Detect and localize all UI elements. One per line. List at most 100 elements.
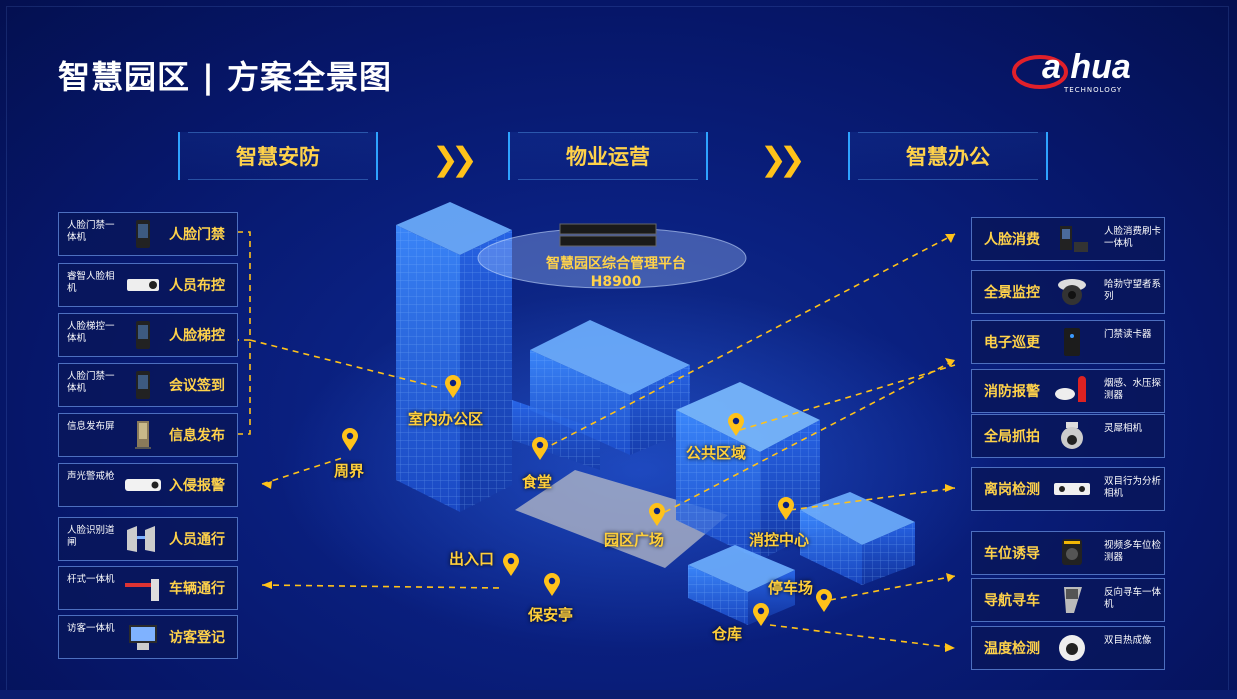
location-pin-icon bbox=[532, 437, 548, 460]
zone-indoor-office: 室内办公区 bbox=[408, 410, 484, 428]
function-name: 消防报警 bbox=[984, 384, 1040, 400]
device-name: 反向寻车一体机 bbox=[1104, 587, 1162, 610]
device-name: 信息发布屏 bbox=[67, 421, 115, 432]
bottom-strip bbox=[0, 690, 1237, 699]
office-tower bbox=[396, 202, 512, 512]
function-name: 会议签到 bbox=[169, 378, 225, 394]
arrow-heads bbox=[262, 234, 955, 652]
device-name: 视频多车位检测器 bbox=[1104, 540, 1162, 563]
zone-warehouse: 仓库 bbox=[712, 625, 743, 643]
alarm-camera-icon bbox=[125, 479, 161, 491]
info-kiosk-icon bbox=[135, 421, 151, 449]
device-name: 访客一体机 bbox=[67, 623, 115, 634]
device-name: 杆式一体机 bbox=[67, 574, 115, 585]
card-reader-icon bbox=[1064, 328, 1080, 356]
category-property-operation: 物业运营 bbox=[508, 132, 708, 180]
visitor-kiosk-icon bbox=[129, 625, 157, 650]
function-name: 人脸梯控 bbox=[169, 328, 225, 344]
ptz-camera-icon bbox=[1061, 422, 1083, 449]
location-pin-icon bbox=[753, 603, 769, 626]
page-title: 智慧园区 | 方案全景图 bbox=[58, 58, 392, 96]
right-item-global-capture: 全局抓拍 灵犀相机 bbox=[971, 414, 1165, 458]
platform-name: 智慧园区综合管理平台 bbox=[546, 256, 686, 272]
brand-logo: a hua TECHNOLOGY bbox=[1012, 48, 1172, 98]
logo-tagline: TECHNOLOGY bbox=[1064, 86, 1123, 94]
zone-canteen: 食堂 bbox=[522, 473, 553, 491]
zone-entrance: 出入口 bbox=[449, 550, 495, 568]
server-rack-icon bbox=[559, 223, 657, 247]
control-center-building bbox=[800, 492, 915, 585]
device-name: 哈勃守望者系列 bbox=[1104, 279, 1162, 302]
location-pin-icon bbox=[342, 428, 358, 451]
right-item-parking-guidance: 车位诱导 视频多车位检测器 bbox=[971, 531, 1165, 575]
binocular-camera-icon bbox=[1054, 483, 1090, 495]
bullet-camera-icon bbox=[127, 279, 159, 291]
location-pin-icon bbox=[778, 497, 794, 520]
function-name: 温度检测 bbox=[984, 641, 1040, 657]
smoke-detector-icon bbox=[1055, 376, 1086, 402]
left-item-info-release: 信息发布屏 信息发布 bbox=[58, 413, 238, 457]
device-name: 灵犀相机 bbox=[1104, 423, 1143, 434]
device-name: 人脸梯控一体机 bbox=[67, 321, 115, 344]
category-smart-security: 智慧安防 bbox=[178, 132, 378, 180]
zone-parking: 停车场 bbox=[768, 579, 814, 597]
left-item-person-control: 睿智人脸相机 人员布控 bbox=[58, 263, 238, 307]
canteen-building bbox=[530, 320, 690, 455]
function-name: 人员布控 bbox=[169, 278, 225, 294]
logo-wordmark: a hua bbox=[1042, 48, 1131, 86]
panoramic-camera-icon bbox=[1058, 279, 1086, 305]
category-smart-office: 智慧办公 bbox=[848, 132, 1048, 180]
function-name: 电子巡更 bbox=[984, 335, 1040, 351]
right-item-fire-alarm: 消防报警 烟感、水压探测器 bbox=[971, 369, 1165, 413]
location-pin-icon bbox=[816, 589, 832, 612]
zone-public-area: 公共区域 bbox=[686, 444, 747, 462]
right-item-electronic-patrol: 电子巡更 门禁读卡器 bbox=[971, 320, 1165, 364]
right-item-panoramic-monitoring: 全景监控 哈勃守望者系列 bbox=[971, 270, 1165, 314]
function-name: 入侵报警 bbox=[169, 478, 225, 494]
device-name: 双目热成像 bbox=[1104, 635, 1152, 646]
function-name: 信息发布 bbox=[169, 428, 225, 444]
device-name: 人脸识别道闸 bbox=[67, 525, 115, 548]
logo-swoosh-icon bbox=[1012, 55, 1068, 89]
thermal-camera-icon bbox=[1059, 635, 1085, 661]
device-name: 睿智人脸相机 bbox=[67, 271, 115, 294]
left-item-person-passage: 人脸识别道闸 人员通行 bbox=[58, 517, 238, 561]
office-wing bbox=[512, 400, 600, 470]
location-pin-icon bbox=[544, 573, 560, 596]
function-name: 车辆通行 bbox=[169, 581, 225, 597]
right-item-face-payment: 人脸消费 人脸消费刷卡一体机 bbox=[971, 217, 1165, 261]
device-name: 人脸门禁一体机 bbox=[67, 371, 115, 394]
plaza-shape bbox=[515, 470, 728, 568]
face-access-terminal-icon bbox=[136, 220, 150, 248]
car-finder-kiosk-icon bbox=[1064, 587, 1082, 613]
location-pin-icon bbox=[445, 375, 461, 398]
left-item-face-access: 人脸门禁一体机 人脸门禁 bbox=[58, 212, 238, 256]
zone-perimeter: 周界 bbox=[334, 462, 365, 480]
device-name: 声光警戒枪 bbox=[67, 471, 115, 482]
device-name: 烟感、水压探测器 bbox=[1104, 378, 1162, 401]
device-name: 双目行为分析相机 bbox=[1104, 476, 1162, 499]
location-pin-icon bbox=[728, 413, 744, 436]
left-item-elevator-control: 人脸梯控一体机 人脸梯控 bbox=[58, 313, 238, 357]
right-item-car-finder: 导航寻车 反向寻车一体机 bbox=[971, 578, 1165, 622]
right-item-temperature-detection: 温度检测 双目热成像 bbox=[971, 626, 1165, 670]
left-item-vehicle-passage: 杆式一体机 车辆通行 bbox=[58, 566, 238, 610]
zone-plaza: 园区广场 bbox=[604, 531, 665, 549]
right-item-absence-detection: 离岗检测 双目行为分析相机 bbox=[971, 467, 1165, 511]
platform-model: H8900 bbox=[590, 274, 642, 290]
turnstile-icon bbox=[127, 526, 155, 552]
warehouse-building bbox=[688, 545, 795, 625]
parking-detector-icon bbox=[1062, 539, 1082, 565]
function-name: 全景监控 bbox=[984, 285, 1040, 301]
function-name: 车位诱导 bbox=[984, 546, 1040, 562]
device-name: 人脸门禁一体机 bbox=[67, 220, 115, 243]
pos-terminal-icon bbox=[1060, 226, 1088, 252]
zone-guard-booth: 保安亭 bbox=[528, 606, 574, 624]
function-name: 人脸门禁 bbox=[169, 227, 225, 243]
location-pin-icon bbox=[503, 553, 519, 576]
function-name: 全局抓拍 bbox=[984, 429, 1040, 445]
platform-label: 智慧园区综合管理平台 H8900 bbox=[516, 255, 716, 291]
left-item-intrusion-alarm: 声光警戒枪 入侵报警 bbox=[58, 463, 238, 507]
connector-lines bbox=[237, 231, 956, 649]
